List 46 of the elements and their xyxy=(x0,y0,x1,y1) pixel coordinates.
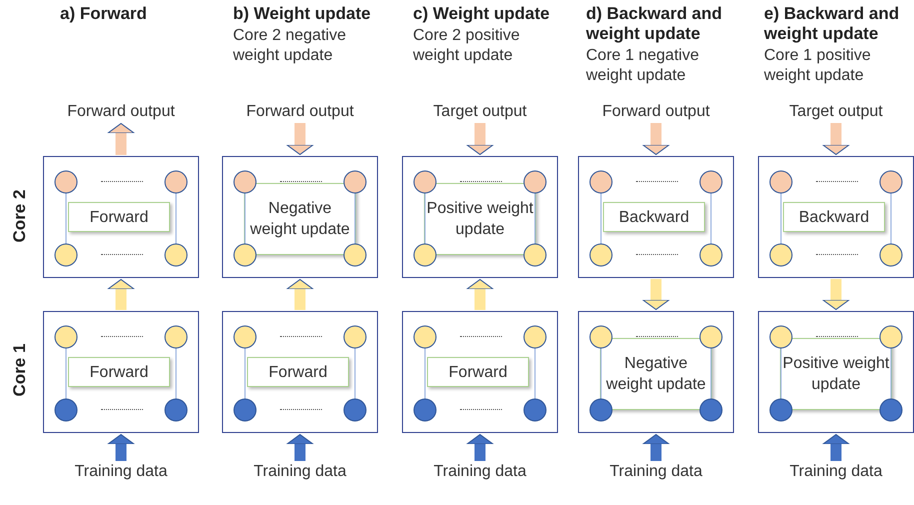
input-label: Training data xyxy=(596,462,716,482)
block-arrow xyxy=(286,279,314,310)
block-arrow xyxy=(822,279,850,310)
block-arrow xyxy=(642,434,670,461)
process-box: Negative weight update xyxy=(244,183,356,255)
block-arrow xyxy=(642,279,670,310)
process-box: Forward xyxy=(68,357,170,387)
block-arrow xyxy=(108,434,134,461)
row-label: Core 2 xyxy=(10,188,30,244)
output-label: Forward output xyxy=(568,102,744,122)
panel-heading: e) Backward and weight update xyxy=(764,4,900,44)
panel-subtitle: Core 2 positive weight update xyxy=(413,26,521,66)
panel-heading: d) Backward and weight update xyxy=(586,4,724,44)
output-label: Target output xyxy=(748,102,914,122)
output-label: Forward output xyxy=(33,102,209,122)
process-box: Backward xyxy=(783,202,885,232)
input-label: Training data xyxy=(420,462,540,482)
process-box: Forward xyxy=(68,202,170,232)
process-box: Forward xyxy=(427,357,529,387)
block-arrow xyxy=(642,123,670,155)
panel-heading: b) Weight update xyxy=(233,4,372,24)
block-arrow xyxy=(286,123,314,155)
block-arrow xyxy=(466,279,494,310)
block-arrow xyxy=(466,434,494,461)
block-arrow xyxy=(822,434,850,461)
panel-subtitle: Core 2 negative weight update xyxy=(233,26,347,66)
block-arrow xyxy=(466,123,494,155)
process-box: Positive weight update xyxy=(424,183,536,255)
output-label: Forward output xyxy=(212,102,388,122)
input-label: Training data xyxy=(776,462,896,482)
process-box: Negative weight update xyxy=(600,338,712,410)
panel-subtitle: Core 1 negative weight update xyxy=(586,46,700,86)
row-label: Core 1 xyxy=(10,342,30,398)
panel-subtitle: Core 1 positive weight update xyxy=(764,46,872,86)
process-box: Backward xyxy=(603,202,705,232)
block-arrow xyxy=(108,123,134,155)
input-label: Training data xyxy=(240,462,360,482)
block-arrow xyxy=(286,434,314,461)
process-box: Forward xyxy=(247,357,349,387)
panel-heading: c) Weight update xyxy=(413,4,551,24)
block-arrow xyxy=(108,279,134,310)
block-arrow xyxy=(822,123,850,155)
input-label: Training data xyxy=(61,462,181,482)
output-label: Target output xyxy=(392,102,568,122)
panel-heading: a) Forward xyxy=(60,4,148,24)
process-box: Positive weight update xyxy=(780,338,892,410)
